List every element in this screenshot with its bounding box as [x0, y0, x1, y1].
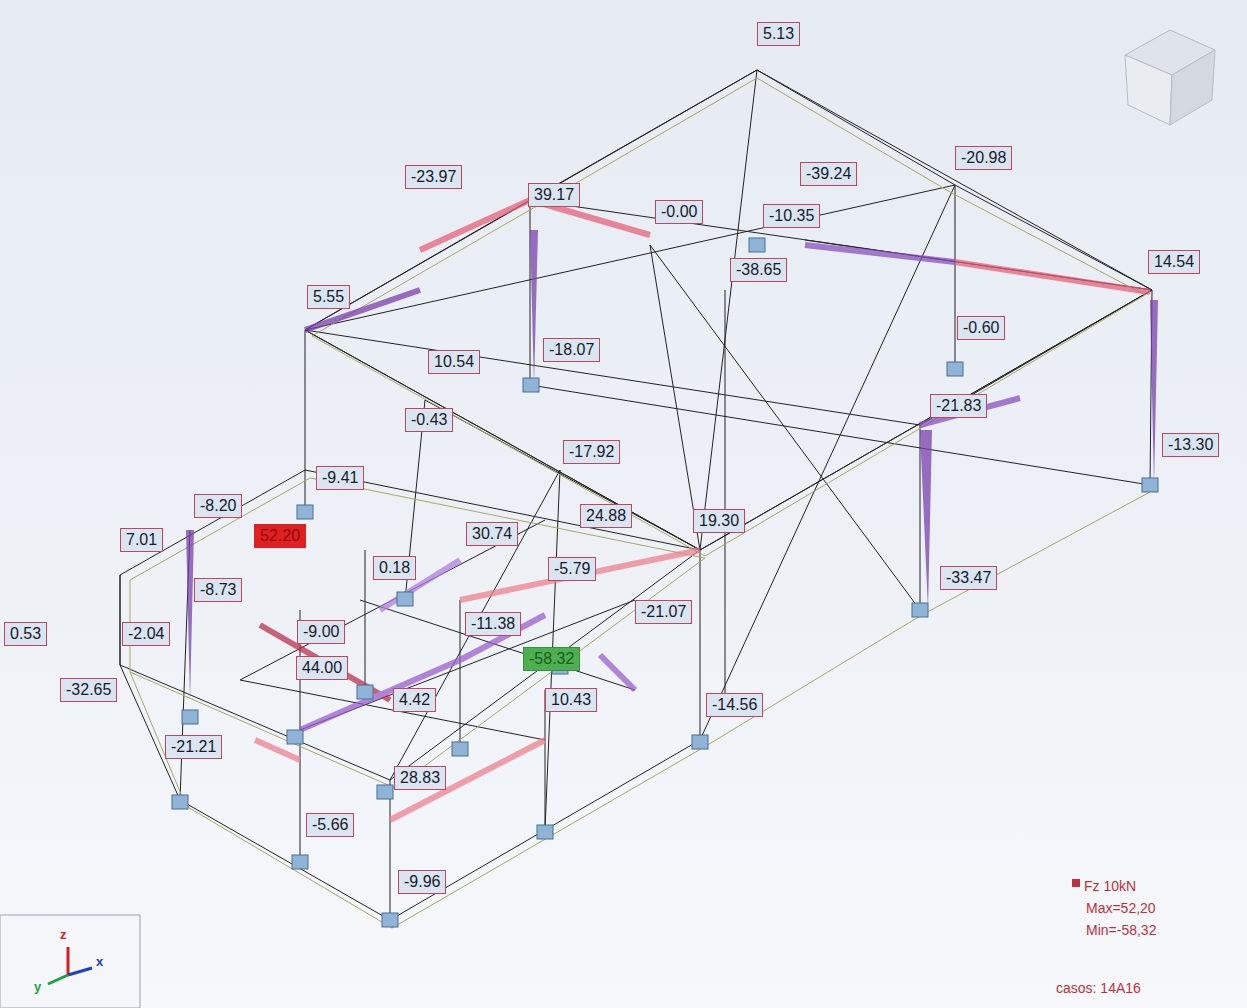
force-value: 39.17 [528, 183, 580, 207]
force-value: -14.56 [706, 693, 763, 717]
legend-note: Min=-58,32 [1086, 922, 1156, 938]
force-value: -21.21 [165, 735, 222, 759]
force-bands [255, 200, 1150, 820]
force-value: 19.30 [693, 509, 745, 533]
view-cube [1125, 30, 1215, 125]
force-value: -0.43 [405, 408, 453, 432]
force-value: 52.20 [254, 524, 306, 548]
frame-lines [120, 70, 1152, 920]
force-value: -11.38 [465, 612, 521, 636]
force-value: -33.47 [940, 566, 997, 590]
force-value: -32.65 [60, 678, 117, 702]
force-value: 24.88 [580, 504, 632, 528]
force-value: -8.20 [194, 494, 242, 518]
force-value: -21.83 [930, 394, 987, 418]
force-value: -10.35 [763, 204, 820, 228]
legend-note: casos: 14A16 [1056, 980, 1141, 996]
force-value: 0.53 [4, 622, 47, 646]
force-value: -20.98 [955, 146, 1012, 170]
axis-triad [0, 915, 140, 1008]
force-value: 0.18 [373, 556, 416, 580]
axis-letter: x [96, 955, 103, 969]
force-value: -9.96 [398, 870, 446, 894]
force-value: -9.00 [297, 620, 345, 644]
force-value: -39.24 [800, 162, 857, 186]
force-value: -13.30 [1162, 433, 1219, 457]
force-value: 28.83 [394, 766, 446, 790]
force-value: -21.07 [635, 600, 692, 624]
force-value: 30.74 [466, 522, 518, 546]
force-value: -23.97 [405, 165, 462, 189]
force-value: 5.55 [307, 285, 350, 309]
force-value: 44.00 [296, 656, 348, 680]
force-value: 14.54 [1148, 250, 1200, 274]
force-value: 4.42 [393, 688, 436, 712]
force-value: -9.41 [316, 466, 364, 490]
legend-row: Fz 10kN [1072, 878, 1136, 894]
force-value: -8.73 [194, 578, 242, 602]
force-value: -0.60 [957, 316, 1005, 340]
legend-swatch [1072, 879, 1080, 887]
force-value: 5.13 [757, 22, 800, 46]
axis-letter: y [34, 980, 41, 994]
force-value: -0.00 [655, 200, 703, 224]
force-value: -58.32 [523, 647, 580, 671]
force-value: -5.79 [548, 557, 596, 581]
legend-text: Fz 10kN [1084, 878, 1136, 894]
force-value: 10.54 [428, 350, 480, 374]
legend-note: Max=52,20 [1086, 900, 1156, 916]
force-value: -5.66 [306, 813, 354, 837]
force-value: -2.04 [122, 622, 170, 646]
axis-letter: z [60, 928, 67, 942]
force-value: 10.43 [545, 688, 597, 712]
force-value: 7.01 [120, 528, 163, 552]
frame-lines-olive [130, 78, 1150, 928]
force-value: -38.65 [730, 258, 787, 282]
force-value: -17.92 [563, 440, 620, 464]
force-value: -18.07 [543, 338, 600, 362]
support-blocks [172, 238, 1158, 927]
column-force-bands [186, 230, 1158, 700]
